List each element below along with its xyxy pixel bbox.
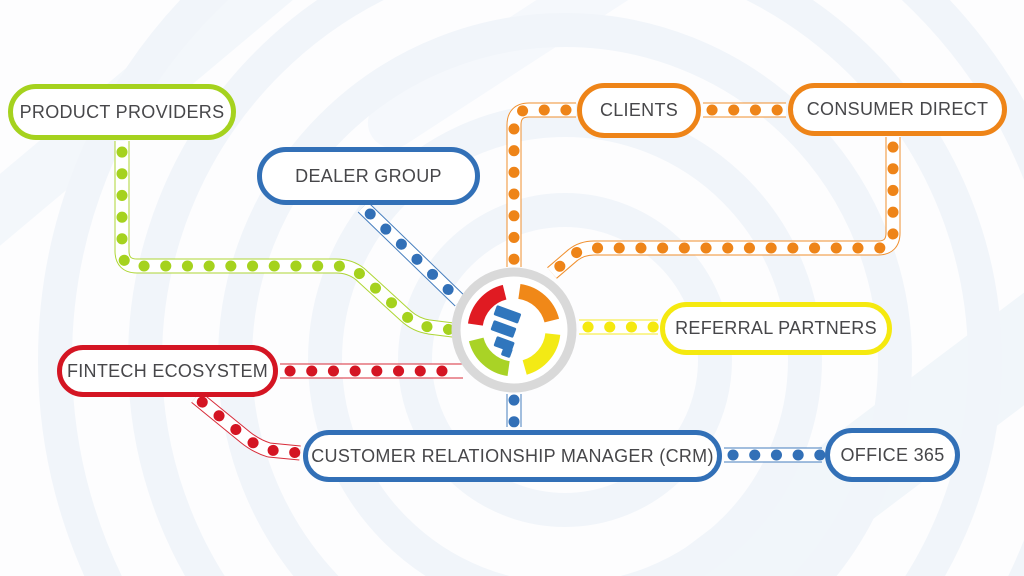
background-streak: [367, 0, 813, 148]
node-label: DEALER GROUP: [295, 165, 442, 186]
node-label: PRODUCT PROVIDERS: [19, 101, 225, 122]
node-crm: CUSTOMER RELATIONSHIP MANAGER (CRM): [303, 430, 722, 482]
connector-dots: [116, 135, 459, 336]
node-office-365: OFFICE 365: [825, 428, 960, 482]
background-ring: [308, 103, 822, 576]
hub-arc-green: [468, 337, 511, 377]
connector-dealer-group-to-hub: [357, 201, 466, 307]
connector-dots: [546, 131, 899, 279]
connector-product-providers-to-hub: [114, 135, 459, 338]
glyph-bar: [493, 305, 522, 324]
node-label: CUSTOMER RELATIONSHIP MANAGER (CRM): [311, 445, 714, 466]
node-consumer-direct: CONSUMER DIRECT: [788, 83, 1007, 136]
node-product-providers: PRODUCT PROVIDERS: [8, 84, 236, 140]
background-ring: [38, 0, 1024, 576]
connector-dots: [508, 104, 582, 273]
hub-arc-yellow: [522, 332, 561, 375]
node-dealer-group: DEALER GROUP: [257, 147, 480, 205]
connector-consumer-direct-to-hub: [546, 131, 901, 279]
node-label: CLIENTS: [599, 100, 679, 120]
hub-arc-orange: [517, 283, 560, 323]
connector-dots: [190, 391, 306, 459]
connector-clients-to-hub: [506, 102, 582, 273]
central-logo: [451, 267, 577, 393]
node-label: OFFICE 365: [840, 444, 945, 465]
node-label: CONSUMER DIRECT: [806, 99, 989, 119]
connector-track-fill: [358, 202, 465, 306]
f-logo-glyph: [490, 305, 522, 358]
node-fintech-ecosystem: FINTECH ECOSYSTEM: [57, 345, 278, 397]
node-label: REFERRAL PARTNERS: [675, 318, 877, 338]
node-clients: CLIENTS: [577, 83, 701, 138]
glyph-bar: [501, 346, 513, 358]
node-referral-partners: REFERRAL PARTNERS: [660, 302, 892, 355]
background-ring: [398, 193, 732, 527]
node-label: FINTECH ECOSYSTEM: [66, 360, 269, 381]
glyph-bar: [490, 320, 517, 338]
connector-fintech-to-crm: [190, 391, 306, 461]
hub-arc-red: [467, 284, 507, 327]
